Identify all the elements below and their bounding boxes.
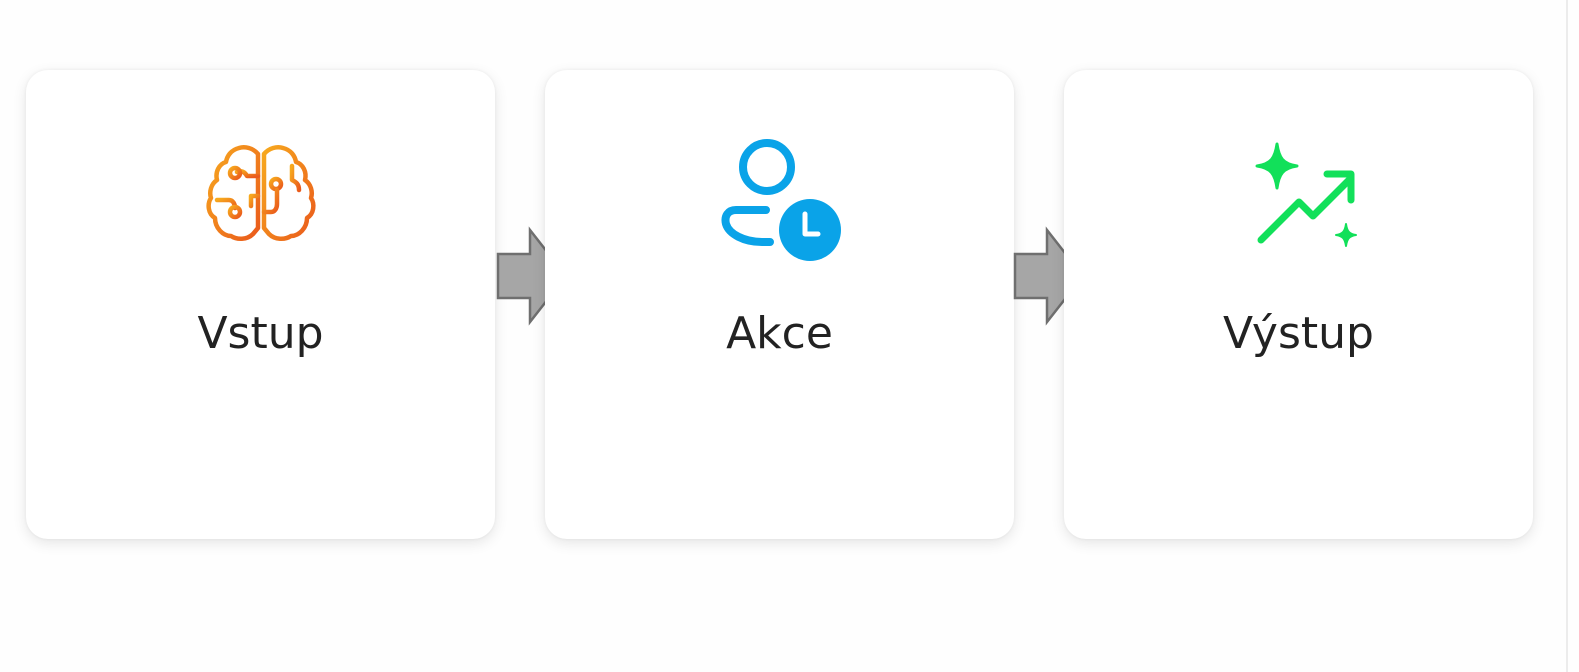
step-card-vystup: Výstup	[1064, 70, 1533, 539]
person-clock-icon	[714, 136, 846, 268]
step-card-vstup: Vstup	[26, 70, 495, 539]
step-label-vystup: Výstup	[1223, 308, 1374, 359]
step-card-akce: Akce	[545, 70, 1014, 539]
step-label-akce: Akce	[726, 308, 833, 359]
step-label-vstup: Vstup	[197, 308, 324, 359]
brain-circuit-icon	[195, 136, 327, 268]
sparkle-trend-icon	[1233, 136, 1365, 268]
page-edge-divider	[1566, 0, 1568, 672]
